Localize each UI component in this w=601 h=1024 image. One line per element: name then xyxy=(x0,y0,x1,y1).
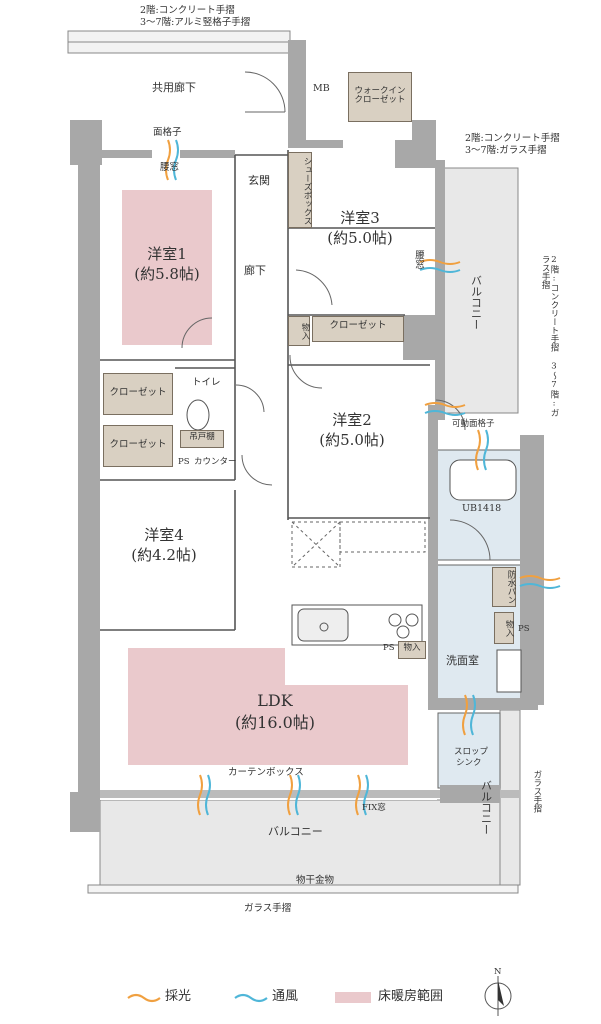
closet-room4: クローゼット xyxy=(103,425,173,467)
room3-name: 洋室3 xyxy=(340,209,380,227)
hanging-shelf: 吊戸棚 xyxy=(180,430,224,448)
closet-room1: クローゼット xyxy=(103,373,173,415)
curtain-box-label: カーテンボックス xyxy=(228,767,304,778)
toilet-label: トイレ xyxy=(192,377,221,388)
ldk-label: LDK (約16.0帖) xyxy=(225,690,325,733)
north-arrow-icon xyxy=(484,976,512,1016)
ps-label-1: PS xyxy=(178,457,190,467)
balcony-right-label: バルコニー xyxy=(469,275,483,330)
room4-size: (約4.2帖) xyxy=(131,546,197,565)
legend-ventilation: 通風 xyxy=(272,989,299,1004)
ps-label-3: PS xyxy=(383,643,395,653)
slop-sink-line1: スロップ xyxy=(454,747,489,757)
door-swings xyxy=(181,71,491,561)
walkin-line2: クローゼット xyxy=(354,94,406,105)
room1-floor-heat xyxy=(122,190,212,345)
toilet-bowl xyxy=(186,399,210,431)
glass-railing-vertical: ガラス手摺 xyxy=(531,770,542,813)
room2-size: (約5.0帖) xyxy=(319,431,385,450)
balcony-right2-label: バルコニー xyxy=(479,780,493,835)
ldk-floor-heat xyxy=(128,648,408,765)
corridor-label: 廊下 xyxy=(244,264,266,277)
room1-label: 洋室1 (約5.8帖) xyxy=(127,244,207,285)
shoes-box-label: シューズボックス xyxy=(302,157,312,225)
room1-size: (約5.8帖) xyxy=(134,265,200,284)
shoes-box: シューズボックス xyxy=(288,152,312,228)
top-railing xyxy=(67,30,291,54)
waterproof-pan: 防水パン xyxy=(492,567,516,607)
walkin-line1: ウォークイン xyxy=(354,86,406,96)
ldk-name: LDK xyxy=(257,691,293,710)
room4-name: 洋室4 xyxy=(144,526,184,544)
room1-name: 洋室1 xyxy=(147,245,187,263)
bathtub xyxy=(449,459,517,501)
koshimado-right: 腰窓 xyxy=(412,250,424,269)
top-railing-line1: 2階:コンクリート手摺 xyxy=(140,5,235,16)
walkin-closet: ウォークイン クローゼット xyxy=(348,72,412,122)
ps-label-2: PS xyxy=(518,624,530,634)
legend-floor-heating: 床暖房範囲 xyxy=(378,989,444,1004)
window-label-1: 腰窓 xyxy=(160,162,180,173)
counter-label: カウンター xyxy=(194,457,237,467)
room2-name: 洋室2 xyxy=(332,411,372,429)
common-corridor-label: 共用廊下 xyxy=(152,81,196,94)
ub-label: UB1418 xyxy=(462,503,502,514)
closet-room3: クローゼット xyxy=(312,316,404,342)
room2-label: 洋室2 (約5.0帖) xyxy=(312,410,392,451)
ldk-size: (約16.0帖) xyxy=(234,712,316,732)
storage-2: 物入 xyxy=(494,612,514,644)
walls xyxy=(70,40,544,832)
storage-3: 物入 xyxy=(398,641,426,659)
balcony-right-area xyxy=(435,167,519,414)
balcony-bottom-area xyxy=(99,799,521,886)
room3-label: 洋室3 (約5.0帖) xyxy=(320,208,400,249)
drying-hardware-label: 物干金物 xyxy=(296,875,335,886)
genkan-label: 玄関 xyxy=(248,174,270,187)
glass-railing-label: ガラス手摺 xyxy=(244,903,292,914)
movable-grille-label: 可動面格子 xyxy=(452,419,495,429)
legend-swatches xyxy=(127,992,371,1003)
storage-1: 物入 xyxy=(288,316,310,346)
wash-basin xyxy=(496,649,522,693)
north-label: N xyxy=(494,967,502,977)
airflow-markers xyxy=(165,139,561,816)
top-railing-line2: 3～7階:アルミ竪格子手摺 xyxy=(140,17,251,28)
fix-window-label: FIX窓 xyxy=(362,803,386,813)
railing-right-vertical: 2階:コンクリート手摺 3～7階:ガラス手摺 xyxy=(540,255,559,417)
washroom-label: 洗面室 xyxy=(446,654,479,667)
slop-sink-line2: シンク xyxy=(456,758,482,768)
grille-label: 面格子 xyxy=(153,127,182,138)
legend-daylight: 採光 xyxy=(165,989,192,1004)
mb-label: MB xyxy=(313,83,330,94)
room3-size: (約5.0帖) xyxy=(327,229,393,248)
right-railing-line1: 2階:コンクリート手摺 xyxy=(465,133,560,144)
balcony-bottom-label: バルコニー xyxy=(268,825,323,838)
room4-label: 洋室4 (約4.2帖) xyxy=(124,525,204,566)
right-railing-line2: 3～7階:ガラス手摺 xyxy=(465,145,547,156)
kitchen xyxy=(291,604,423,646)
